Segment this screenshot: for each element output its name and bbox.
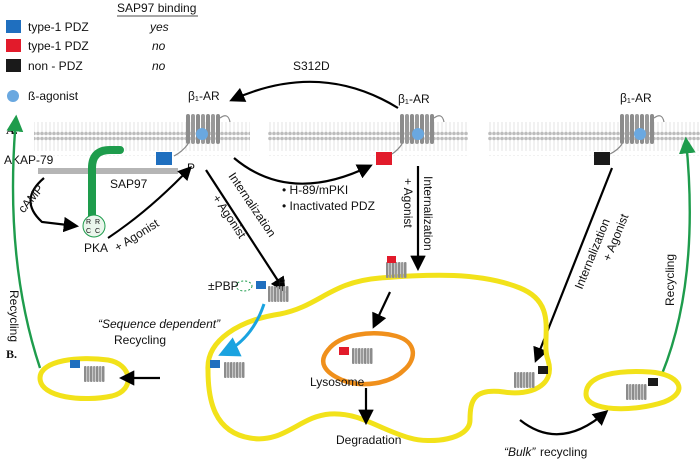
tag-blue xyxy=(256,281,266,289)
s312d-label: S312D xyxy=(293,59,330,73)
legend-binding-2: no xyxy=(152,39,166,53)
akap-bar xyxy=(38,168,178,174)
receptor-endo-left-cyan xyxy=(224,362,245,378)
svg-text:R: R xyxy=(86,219,91,226)
akap-green-hook xyxy=(88,146,124,232)
recycling-left: Recycling xyxy=(7,290,21,342)
legend-agonist: ß-agonist xyxy=(28,89,79,103)
bulk-recycling-label: recycling xyxy=(540,445,587,459)
inactivated-label: • Inactivated PDZ xyxy=(282,199,375,213)
pka-label: PKA xyxy=(84,241,108,255)
legend-binding-1: yes xyxy=(149,20,169,34)
legend-swatch-blue xyxy=(6,20,21,33)
agonist-icon xyxy=(634,128,646,140)
membrane-mid xyxy=(268,122,468,156)
bulk-label: “Bulk” xyxy=(504,445,536,459)
tag-blue xyxy=(156,152,172,165)
tag-black xyxy=(538,366,548,374)
akap-label: AKAP-79 xyxy=(4,153,54,167)
legend-label-3: non - PDZ xyxy=(28,59,83,73)
internalization-mid: Internalization xyxy=(421,176,435,251)
sap97-label: SAP97 xyxy=(110,177,148,191)
endosome-right xyxy=(583,369,682,412)
svg-text:C: C xyxy=(95,228,100,235)
receptor-endo-small-right xyxy=(626,384,647,400)
camp-label: cAMP xyxy=(15,182,46,216)
agonist-icon xyxy=(196,128,208,140)
legend-header: SAP97 binding xyxy=(117,1,196,15)
legend: SAP97 binding type-1 PDZ yes type-1 PDZ … xyxy=(6,1,198,103)
tag-black xyxy=(594,152,610,165)
recycling-right: Recycling xyxy=(663,254,677,306)
agonist-label-pka: + Agonist xyxy=(112,216,162,255)
legend-label-1: type-1 PDZ xyxy=(28,20,89,34)
agonist-mid: + Agonist xyxy=(401,178,415,228)
tag-red xyxy=(387,256,396,263)
legend-binding-3: no xyxy=(152,59,166,73)
tag-red xyxy=(339,347,349,355)
tag-black xyxy=(648,378,658,386)
receptor-endo-right xyxy=(514,372,535,388)
lysosome xyxy=(321,331,415,387)
receptor-endo-small-left xyxy=(84,366,105,382)
receptor-label-right: β₁-AR xyxy=(620,91,652,105)
pbp-icon xyxy=(235,280,253,292)
tag-red xyxy=(376,152,392,165)
svg-text:C: C xyxy=(86,228,91,235)
legend-label-2: type-1 PDZ xyxy=(28,39,89,53)
tag-blue xyxy=(70,360,80,368)
receptor-label-left: β₁-AR xyxy=(188,89,220,103)
panel-label-b: B. xyxy=(6,347,17,361)
svg-text:P: P xyxy=(278,277,285,289)
membrane-right xyxy=(488,122,700,156)
agonist-icon xyxy=(412,128,424,140)
legend-swatch-black xyxy=(6,59,21,72)
seq-dep-label: “Sequence dependent” xyxy=(98,317,221,331)
legend-swatch-red xyxy=(6,39,21,52)
h89-label: • H-89/mPKI xyxy=(282,183,348,197)
receptor-endo-lyso xyxy=(352,348,373,364)
pbp-label: ±PBP xyxy=(208,279,239,293)
agonist-icon xyxy=(7,90,19,102)
recycling-mid-label: Recycling xyxy=(114,333,166,347)
tag-blue xyxy=(210,360,220,368)
degradation-label: Degradation xyxy=(336,433,401,447)
pka-icon xyxy=(82,214,106,238)
lysosome-label: Lysosome xyxy=(310,375,365,389)
endosome-main xyxy=(205,272,552,444)
phospho-label: P xyxy=(187,161,195,175)
receptor-endo-mid-top xyxy=(386,262,407,278)
svg-text:R: R xyxy=(95,219,100,226)
receptor-label-mid: β₁-AR xyxy=(398,92,430,106)
